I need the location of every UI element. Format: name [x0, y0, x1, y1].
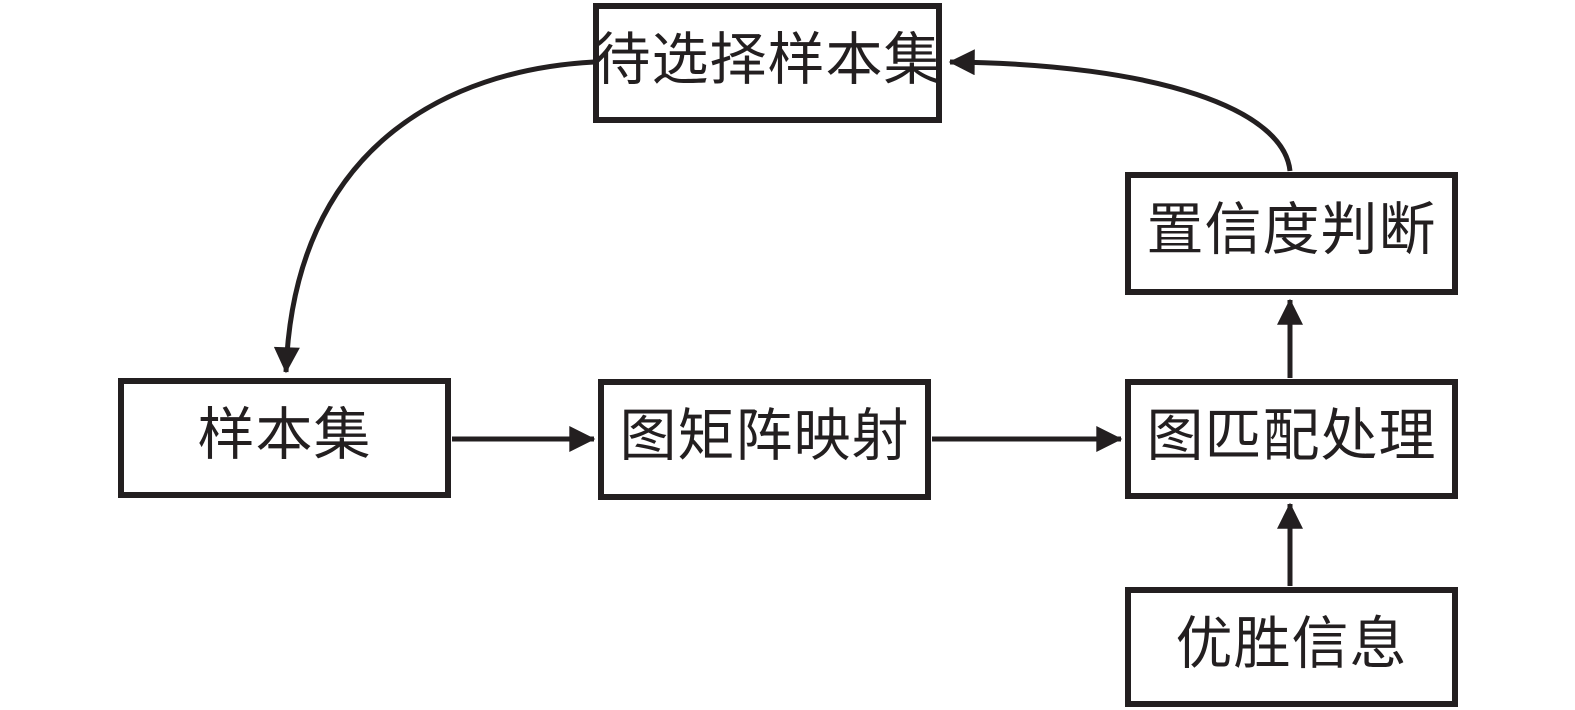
- node-graph-matching-processing-label: 图匹配处理: [1146, 404, 1437, 468]
- node-winning-information-label: 优胜信息: [1175, 612, 1408, 676]
- node-candidate-sample-set-label: 待选择样本集: [593, 28, 942, 92]
- node-sample-set-label: 样本集: [197, 403, 372, 467]
- node-graph-matrix-mapping-label: 图矩阵映射: [619, 405, 910, 468]
- node-sample-set: 样本集: [118, 378, 451, 498]
- node-winning-information: 优胜信息: [1125, 587, 1458, 707]
- node-confidence-judgment-label: 置信度判断: [1146, 199, 1437, 262]
- node-graph-matching-processing: 图匹配处理: [1125, 379, 1458, 499]
- arrow-candidate-to-sample: [273, 59, 595, 374]
- arrow-confidence-to-candidate: [948, 49, 1293, 172]
- node-graph-matrix-mapping: 图矩阵映射: [598, 379, 931, 500]
- node-confidence-judgment: 置信度判断: [1125, 172, 1458, 295]
- node-candidate-sample-set: 待选择样本集: [593, 3, 942, 123]
